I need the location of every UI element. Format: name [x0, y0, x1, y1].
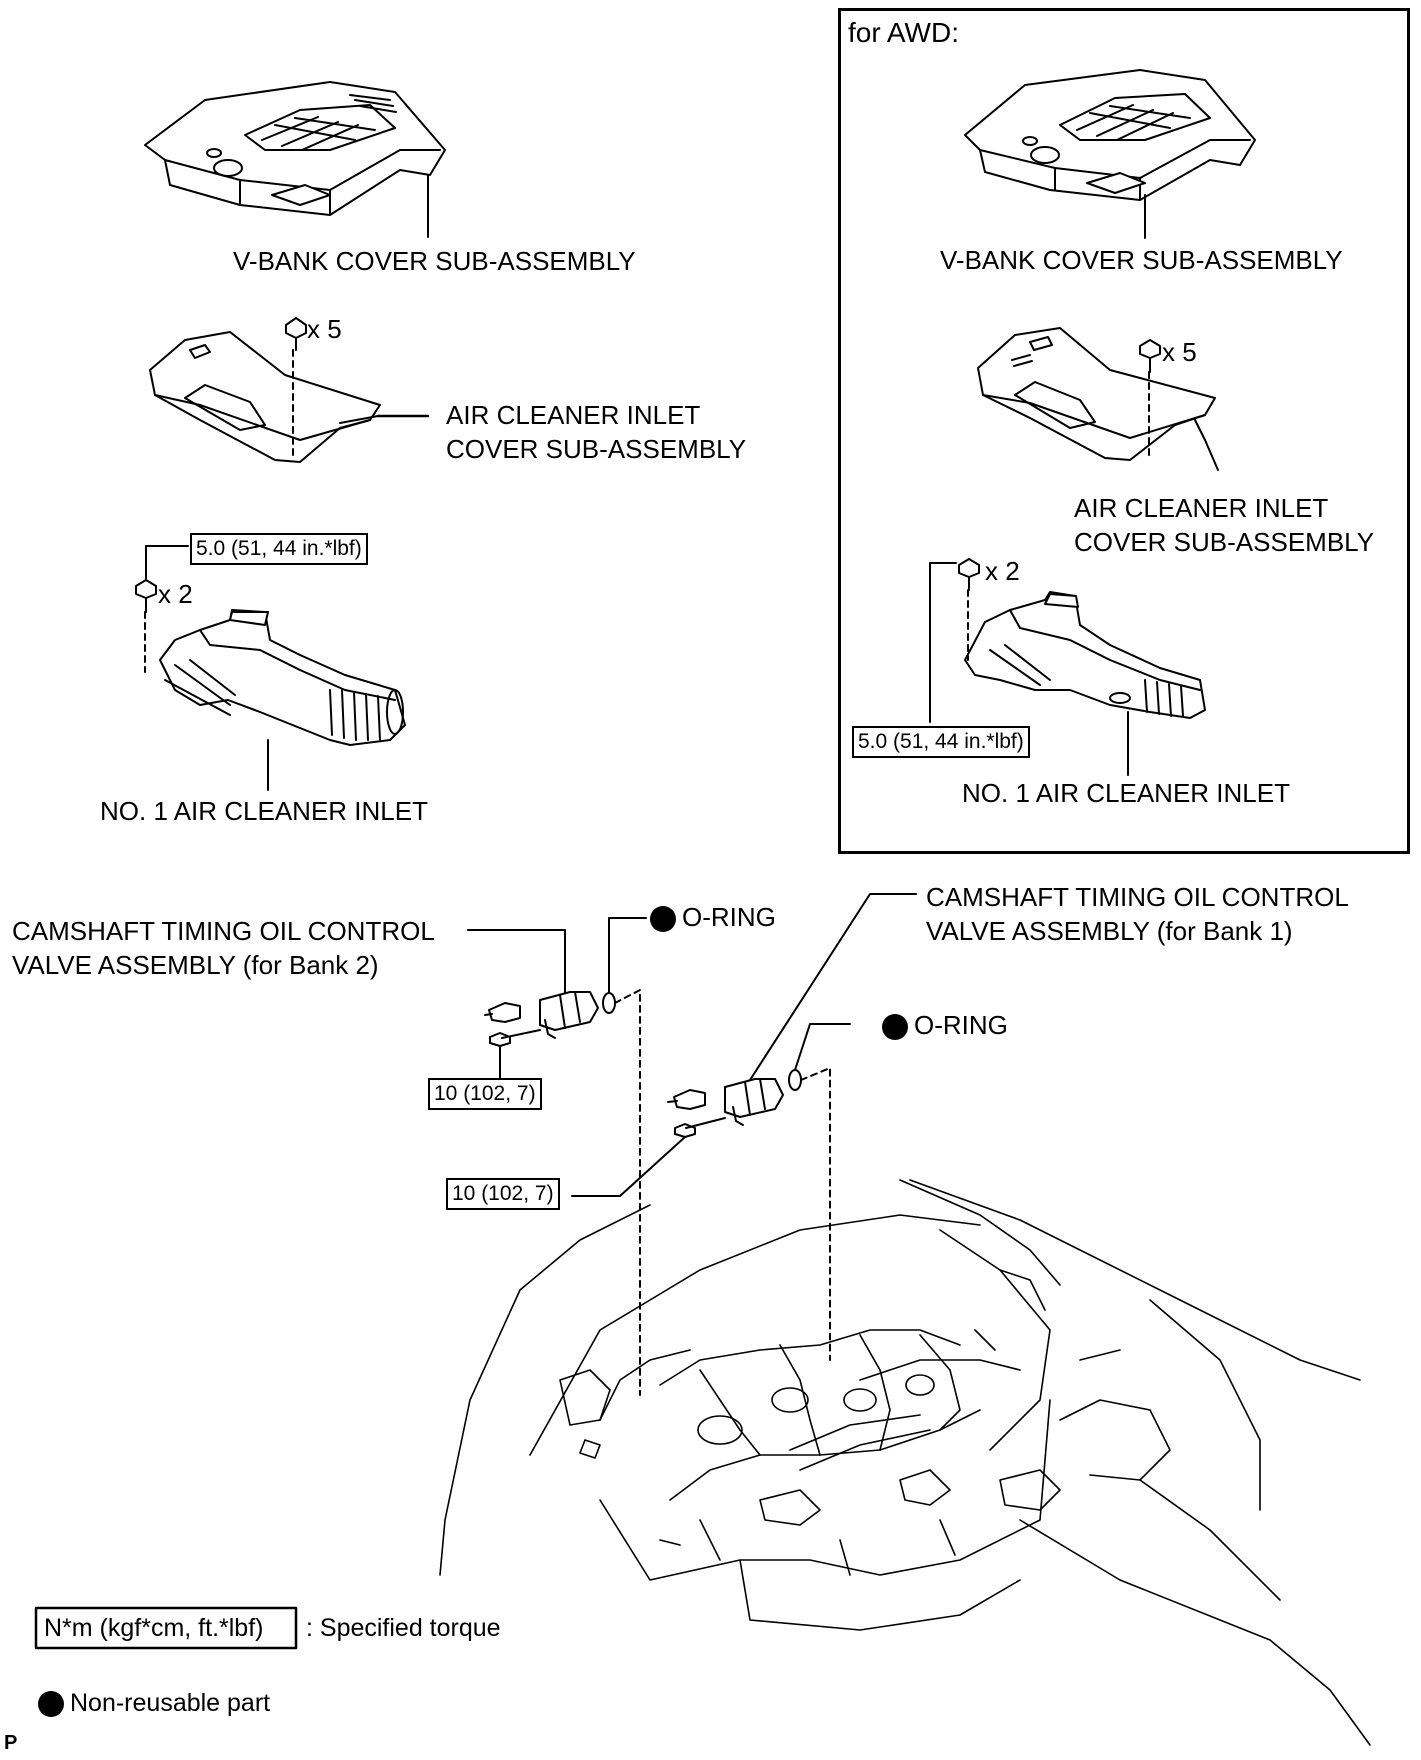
ocv-bank2-drawing [467, 917, 647, 1396]
awd-inset-frame [838, 8, 1410, 854]
bolt-quantity-2-left: x 2 [158, 579, 193, 609]
bolt-quantity-5-left: x 5 [307, 314, 342, 344]
torque-spec-inlet-awd: 5.0 (51, 44 in.*lbf) [852, 726, 1030, 758]
oring-text-bank2: O-RING [682, 902, 776, 932]
oring-text-bank1: O-RING [914, 1010, 1008, 1040]
no1-inlet-left-drawing [159, 609, 406, 791]
ocv-bank1-label-line2: VALVE ASSEMBLY (for Bank 1) [926, 916, 1293, 946]
inlet-cover-awd-bolt [1139, 339, 1161, 456]
bolt-quantity-2-awd: x 2 [985, 556, 1020, 586]
engine-bay-drawing [439, 1179, 1371, 1746]
non-reusable-dot-icon [38, 1691, 64, 1718]
no1-inlet-awd-drawing [964, 591, 1206, 776]
oring-label-bank2: O-RING [650, 900, 776, 934]
vbank-cover-left-drawing [144, 81, 446, 238]
ocv-bank2-label-line2: VALVE ASSEMBLY (for Bank 2) [12, 950, 379, 980]
legend-torque-description: : Specified torque [306, 1614, 501, 1642]
torque-spec-ocv-bank2: 10 (102, 7) [428, 1078, 542, 1110]
vbank-cover-awd-drawing [964, 69, 1256, 239]
inlet-cover-label-left-line2: COVER SUB-ASSEMBLY [446, 434, 747, 464]
no1-inlet-label-left: NO. 1 AIR CLEANER INLET [100, 796, 428, 826]
inlet-cover-awd-drawing [977, 327, 1219, 471]
torque-spec-ocv-bank1: 10 (102, 7) [446, 1178, 560, 1210]
torque-spec-inlet-left: 5.0 (51, 44 in.*lbf) [190, 533, 368, 565]
non-reusable-dot-icon [650, 906, 676, 933]
no1-inlet-left-bolt [135, 545, 189, 673]
inlet-cover-label-awd-line1: AIR CLEANER INLET [1074, 493, 1329, 523]
vbank-cover-label-left: V-BANK COVER SUB-ASSEMBLY [233, 246, 636, 276]
no1-inlet-awd-bolt [929, 558, 980, 723]
legend-torque-units: N*m (kgf*cm, ft.*lbf) [44, 1614, 264, 1642]
legend-torque-box-frame [34, 1606, 298, 1650]
inlet-cover-left-drawing [149, 331, 430, 463]
legend-nonreusable: Non-reusable part [38, 1686, 270, 1720]
legend-nonreusable-text: Non-reusable part [70, 1689, 271, 1717]
awd-inset-title: for AWD: [848, 17, 959, 48]
vbank-cover-label-awd: V-BANK COVER SUB-ASSEMBLY [940, 245, 1343, 275]
ocv-bank1-label-line1: CAMSHAFT TIMING OIL CONTROL [926, 882, 1349, 912]
ocv-bank1-drawing [571, 893, 917, 1361]
inlet-cover-label-awd-line2: COVER SUB-ASSEMBLY [1074, 527, 1375, 557]
bolt-quantity-5-awd: x 5 [1162, 337, 1197, 367]
oring-label-bank1: O-RING [882, 1008, 1008, 1042]
corner-mark: P [4, 1732, 18, 1754]
inlet-cover-left-bolt [285, 317, 307, 457]
non-reusable-dot-icon [882, 1014, 908, 1041]
no1-inlet-label-awd: NO. 1 AIR CLEANER INLET [962, 778, 1290, 808]
inlet-cover-label-left-line1: AIR CLEANER INLET [446, 400, 701, 430]
ocv-bank2-label-line1: CAMSHAFT TIMING OIL CONTROL [12, 916, 435, 946]
